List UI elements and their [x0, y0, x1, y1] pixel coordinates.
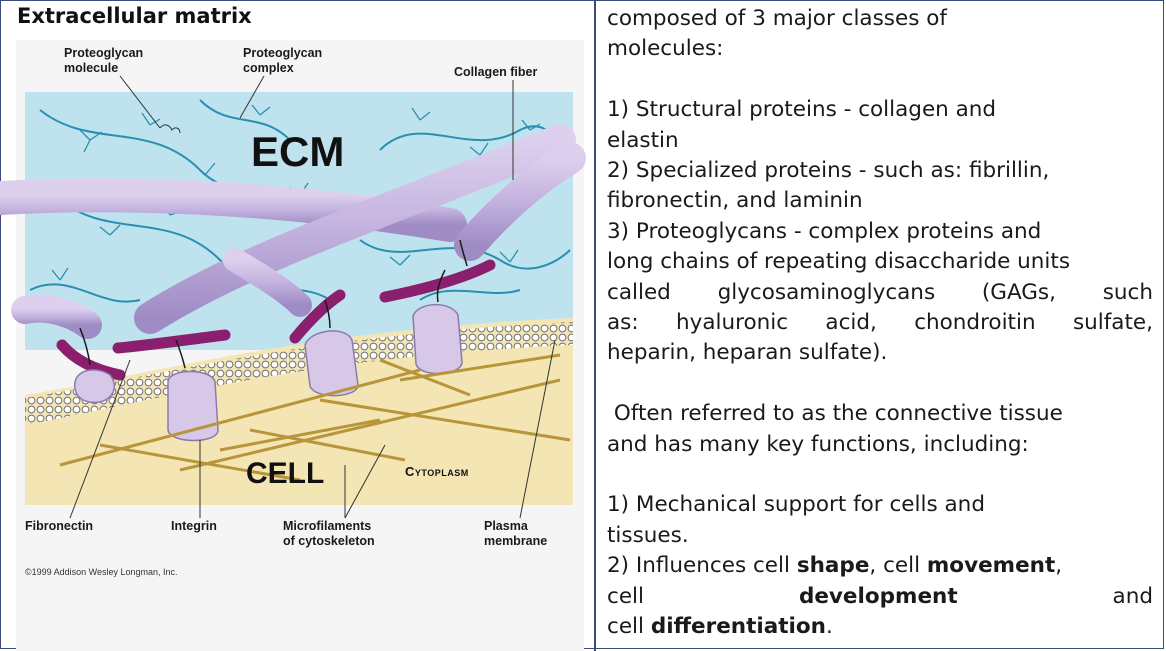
ecm-label: ECM — [251, 128, 344, 175]
text-line-5: 2) Specialized proteins - such as: fibri… — [607, 158, 1050, 184]
ecm-diagram: ECM CELL Cytoplasm Proteoglycan molecule… — [0, 46, 586, 577]
copyright-text: ©1999 Addison Wesley Longman, Inc. — [25, 567, 178, 577]
word: called — [607, 279, 671, 305]
text-line-16: 2) Influences cell shape, cell movement, — [607, 551, 1153, 581]
plasma-membrane-label-1: Plasma — [484, 519, 529, 533]
text-line-2: molecules: — [607, 36, 724, 62]
proteoglycan-complex-label-1: Proteoglycan — [243, 46, 322, 60]
cell-label: CELL — [246, 457, 324, 490]
plasma-membrane-label-2: membrane — [484, 534, 547, 548]
integrin-proteins — [74, 303, 463, 442]
text-line-6: fibronectin, and laminin — [607, 188, 863, 214]
text-line-11: heparin, heparan sulfate). — [607, 340, 888, 366]
leader-lines — [69, 75, 556, 519]
text-line-14: 1) Mechanical support for cells and — [607, 492, 985, 518]
text-line-15: tissues. — [607, 522, 689, 548]
text-cell: composed of 3 major classes of molecules… — [607, 4, 1153, 642]
text-line-18: cell differentiation. — [607, 612, 1153, 642]
cytoplasm-label: Cytoplasm — [405, 464, 469, 479]
bold-term-differentiation: differentiation — [650, 614, 826, 640]
microfilaments-label-2: of cytoskeleton — [283, 534, 375, 548]
text-line-17: cell development and — [607, 582, 1153, 612]
column-divider — [594, 0, 596, 651]
integrin-stalks — [79, 239, 468, 369]
text-segment: , cell — [869, 553, 927, 579]
word: chondroitin — [914, 310, 1036, 336]
microfilaments-label-1: Microfilaments — [283, 519, 371, 533]
text-line-4: elastin — [607, 127, 679, 153]
collagen-fibers — [0, 124, 586, 339]
word: and — [1112, 583, 1153, 609]
spacer — [607, 65, 1153, 95]
word: as: — [607, 310, 639, 336]
proteoglycan-molecule-label-2: molecule — [64, 61, 118, 75]
text-segment: , — [1055, 553, 1063, 579]
spacer — [607, 460, 1153, 490]
text-line-3: 1) Structural proteins - collagen and — [607, 97, 997, 123]
text-line-9: called glycosaminoglycans (GAGs, such — [607, 278, 1153, 308]
word: hyaluronic — [675, 310, 789, 336]
bold-term-shape: shape — [796, 553, 870, 579]
word: cell — [607, 583, 644, 609]
spacer — [607, 369, 1153, 399]
text-line-8: long chains of repeating disaccharide un… — [607, 249, 1071, 275]
figure-title: Extracellular matrix — [17, 4, 252, 28]
text-segment: . — [825, 614, 833, 640]
figure-cell: ECM CELL Cytoplasm Proteoglycan molecule… — [0, 4, 586, 577]
bold-term-development: development — [798, 583, 958, 609]
word: glycosaminoglycans — [717, 279, 936, 305]
text-line-7: 3) Proteoglycans - complex proteins and — [607, 218, 1042, 244]
text-line-13: and has many key functions, including: — [607, 431, 1029, 457]
fibronectin-label: Fibronectin — [25, 519, 93, 533]
text-line-1: composed of 3 major classes of — [607, 6, 947, 31]
word: acid, — [825, 310, 877, 336]
word: sulfate, — [1072, 310, 1153, 336]
text-line-10: as: hyaluronic acid, chondroitin sulfate… — [607, 308, 1153, 338]
collagen-fiber-label: Collagen fiber — [454, 65, 537, 79]
word: such — [1102, 279, 1153, 305]
text-segment: cell — [607, 614, 651, 640]
text-segment: 2) Influences cell — [607, 553, 797, 579]
text-line-12: Often referred to as the connective tiss… — [607, 401, 1063, 427]
bold-term-movement: movement — [926, 553, 1056, 579]
proteoglycan-molecule-label-1: Proteoglycan — [64, 46, 143, 60]
proteoglycan-complex-label-2: complex — [243, 61, 294, 75]
integrin-label: Integrin — [171, 519, 217, 533]
word: (GAGs, — [981, 279, 1056, 305]
